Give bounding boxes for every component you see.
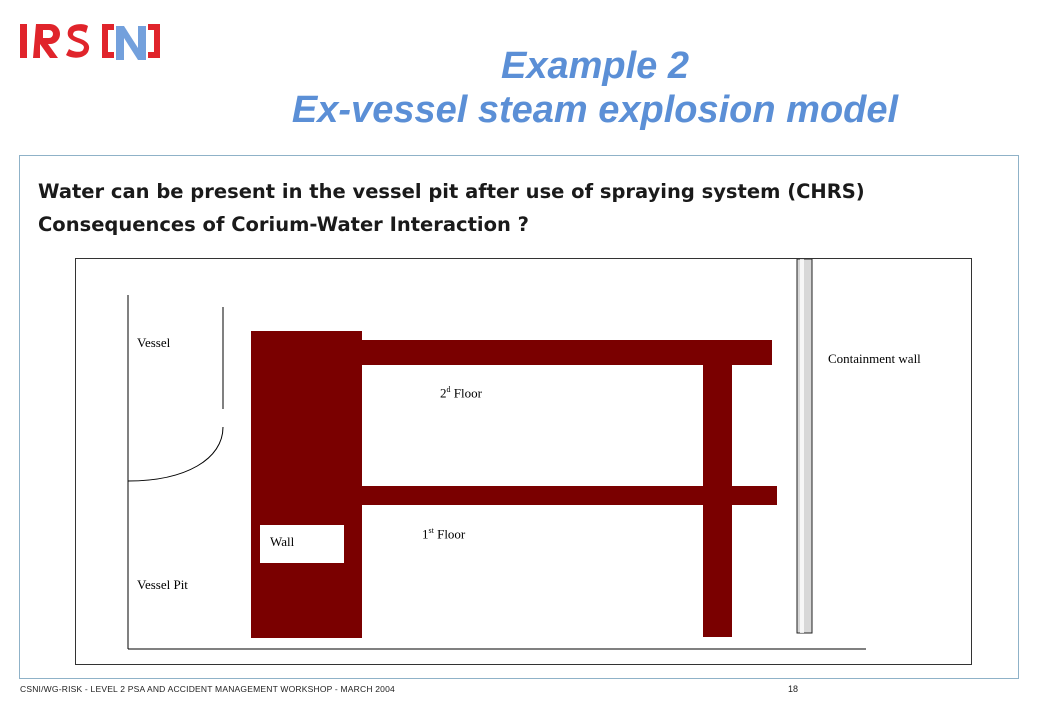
first-floor-label: 1st Floor (422, 526, 466, 542)
second-floor-slab (362, 340, 772, 365)
containment-wall-label: Containment wall (828, 351, 921, 366)
content-frame (19, 155, 1019, 679)
title-line-1: Example 2 (501, 45, 689, 87)
slide-title: Example 2 Ex-vessel steam explosion mode… (150, 44, 1040, 132)
pit-diagram: Vessel Vessel Pit Wall 2d Floor 1st Floo… (75, 258, 972, 665)
containment-wall-shape (796, 259, 813, 634)
page-number: 18 (788, 684, 799, 694)
wall-block (251, 331, 362, 638)
pit-diagram-graphic (127, 259, 866, 650)
wall-label: Wall (270, 534, 295, 549)
title-line-2: Ex-vessel steam explosion model (291, 89, 899, 131)
vessel-bottom-curve (127, 426, 224, 482)
second-floor-label: 2d Floor (440, 385, 482, 401)
bullet-text-2: Consequences of Corium-Water Interaction… (38, 213, 529, 236)
footer-text: CSNI/WG-RISK - LEVEL 2 PSA AND ACCIDENT … (20, 684, 395, 694)
vessel-label: Vessel (137, 335, 171, 350)
first-floor-slab (362, 486, 777, 505)
wall-label-box (260, 525, 344, 563)
bullet-text-1: Water can be present in the vessel pit a… (38, 180, 865, 203)
support-column (703, 365, 732, 637)
irsn-logo-graphic (20, 24, 160, 60)
irsn-logo (20, 22, 162, 62)
vessel-pit-label: Vessel Pit (137, 577, 188, 592)
